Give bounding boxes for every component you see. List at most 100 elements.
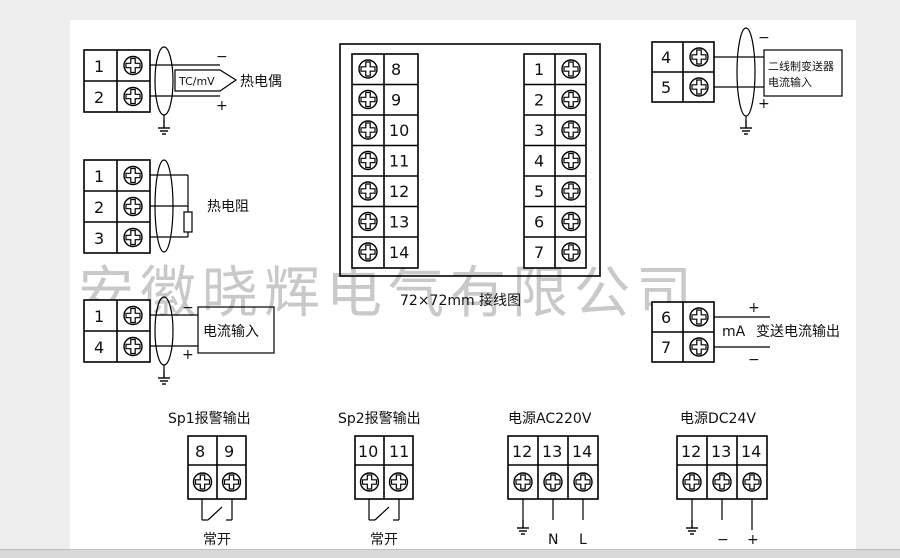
screw-terminal-icon (561, 242, 581, 262)
terminal-label: 3 (534, 121, 544, 140)
watermark-text: 安徽晓辉电气有限公司 (78, 261, 698, 326)
screw-terminal-icon (561, 59, 581, 79)
terminal-label: 14 (389, 243, 409, 262)
rtd-block: 1 2 3 热电阻 (83, 159, 249, 254)
ground-icon (685, 519, 699, 535)
shield-cable-icon (154, 46, 174, 116)
transmit-output-block: 6 7 mA 变送电流输出 + − (651, 300, 840, 368)
block-title: Sp2报警输出 (338, 411, 421, 427)
screw-terminal-icon (561, 211, 581, 232)
current-source-box (197, 306, 275, 354)
terminal-label: 13 (711, 442, 731, 461)
terminal-label: 1 (534, 60, 544, 79)
screw-terminal-icon (123, 196, 143, 217)
terminal-label: 2 (94, 88, 104, 107)
screw-terminal-icon (358, 59, 378, 79)
terminal-label: 3 (94, 229, 104, 248)
terminal-label: 14 (741, 442, 761, 461)
terminal-label: 2 (534, 91, 544, 110)
terminal-label: 9 (224, 442, 234, 461)
screw-terminal-icon (513, 472, 533, 492)
screw-terminal-icon (388, 472, 409, 492)
terminal-label: 12 (681, 442, 701, 461)
screw-terminal-icon (358, 89, 378, 110)
terminal-label: 13 (542, 442, 562, 461)
current-input-label: 电流输入 (203, 324, 259, 340)
screw-terminal-icon (123, 86, 143, 107)
ac220v-power-block: 电源AC220V 12 13 14 N L (507, 411, 599, 548)
plus-sign: + (216, 98, 228, 114)
resistor-icon (183, 211, 193, 233)
transmitter-label: 电流输入 (768, 75, 812, 89)
terminal-label: 1 (94, 57, 104, 76)
current-input-block: 1 4 电流输入 − + (83, 296, 275, 385)
screw-terminal-icon (689, 77, 709, 97)
screw-terminal-icon (573, 472, 593, 492)
panel-terminal-diagram: 8 9 10 11 12 13 14 1 2 3 4 5 6 7 (339, 43, 601, 309)
minus-sign: − (216, 49, 228, 65)
ma-label: mA (722, 324, 746, 340)
block-footer: 常开 (203, 532, 231, 548)
terminal-label: 7 (661, 338, 671, 357)
terminal-label: 4 (94, 338, 104, 357)
block-footer: 常开 (370, 532, 398, 548)
screw-terminal-icon (358, 242, 378, 262)
sp2-alarm-block: Sp2报警输出 10 11 常开 (338, 411, 421, 548)
screw-terminal-icon (221, 472, 242, 492)
terminal-label: 7 (534, 243, 544, 262)
screw-terminal-icon (123, 336, 143, 357)
terminal-label: 6 (661, 308, 671, 327)
terminal-mark: + (747, 532, 759, 548)
shield-cable-icon (736, 27, 756, 117)
sp1-alarm-block: Sp1报警输出 8 9 常开 (168, 411, 251, 548)
screw-terminal-icon (682, 472, 702, 492)
terminal-label: 10 (389, 121, 409, 140)
screw-terminal-icon (359, 472, 380, 492)
screw-terminal-icon (123, 165, 143, 186)
screw-terminal-icon (123, 305, 143, 326)
screw-terminal-icon (358, 120, 378, 140)
screw-terminal-icon (543, 472, 563, 492)
terminal-label: 5 (661, 78, 671, 97)
dc24v-power-block: 电源DC24V 12 13 14 − + (676, 411, 768, 548)
screw-terminal-icon (742, 472, 762, 492)
screw-terminal-icon (358, 181, 378, 201)
screw-terminal-icon (358, 211, 378, 232)
screw-terminal-icon (192, 472, 213, 492)
terminal-label: 9 (391, 91, 401, 110)
screw-terminal-icon (123, 55, 143, 76)
terminal-mark: − (717, 532, 729, 548)
terminal-mark: L (579, 532, 587, 548)
screw-terminal-icon (689, 337, 709, 357)
ground-icon (157, 119, 171, 135)
transmitter-box (763, 49, 843, 97)
screw-terminal-icon (358, 150, 378, 171)
terminal-label: 8 (195, 442, 205, 461)
transmitter-label: 二线制变送器 (768, 59, 834, 73)
minus-sign: − (748, 352, 760, 368)
terminal-label: 11 (389, 152, 409, 171)
terminal-label: 4 (661, 48, 671, 67)
terminal-label: 2 (94, 198, 104, 217)
terminal-label: 5 (534, 182, 544, 201)
switch-contact-icon (207, 506, 223, 521)
thermocouple-block: 1 2 TC/mV − + 热电偶 (83, 46, 282, 135)
ground-icon (516, 519, 530, 535)
terminal-label: 8 (391, 60, 401, 79)
screw-terminal-icon (123, 227, 143, 248)
transmitter-input-block: 4 5 二线制变送器 电流输入 − + (651, 27, 843, 135)
block-title: 电源DC24V (680, 411, 756, 427)
minus-sign: − (182, 300, 194, 316)
panel-diagram-caption: 72×72mm 接线图 (400, 292, 521, 309)
screw-terminal-icon (689, 47, 709, 67)
transmit-output-label: 变送电流输出 (756, 324, 840, 340)
screw-terminal-icon (561, 150, 581, 171)
terminal-label: 1 (94, 307, 104, 326)
terminal-label: 14 (572, 442, 592, 461)
plus-sign: + (182, 347, 194, 363)
block-title: Sp1报警输出 (168, 411, 251, 427)
terminal-label: 4 (534, 152, 544, 171)
terminal-label: 10 (358, 442, 378, 461)
